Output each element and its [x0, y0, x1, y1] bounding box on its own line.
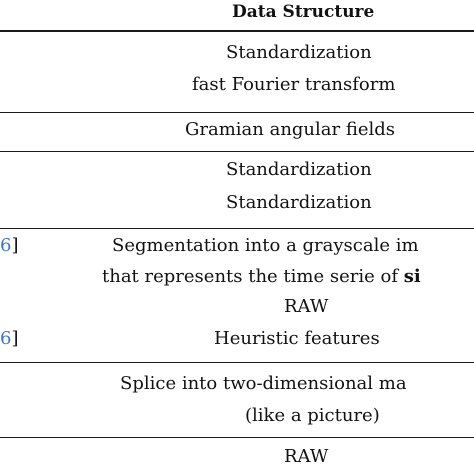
row-divider [0, 151, 474, 152]
cell-line: Heuristic features [214, 328, 380, 349]
header-divider [0, 30, 474, 32]
reference-citation[interactable]: 6] [0, 328, 19, 349]
cell-line: Segmentation into a grayscale im [112, 235, 419, 256]
cell-line: that represents the time serie of si [102, 266, 421, 287]
cell-line: RAW [284, 446, 329, 467]
table-row: Standardization fast Fourier transform [0, 32, 474, 110]
cell-line: Standardization [226, 159, 372, 180]
table-row: 6] Segmentation into a grayscale im that… [0, 229, 474, 362]
table-row: RAW [0, 438, 474, 474]
table-row: Splice into two-dimensional ma (like a p… [0, 363, 474, 437]
row-divider [0, 362, 474, 363]
cell-line: Gramian angular fields [185, 119, 396, 140]
row-divider [0, 112, 474, 113]
cell-line: (like a picture) [245, 405, 380, 426]
cell-line: RAW [284, 296, 329, 317]
cell-line: fast Fourier transform [192, 74, 396, 95]
cell-line: Standardization [226, 192, 372, 213]
column-header-data-structure: Data Structure [232, 2, 375, 22]
row-divider [0, 228, 474, 229]
cell-line: Splice into two-dimensional ma [120, 373, 407, 394]
table-row: Standardization Standardization [0, 152, 474, 228]
table-header: Data Structure [0, 0, 474, 31]
reference-citation[interactable]: 6] [0, 235, 19, 256]
cell-line: Standardization [226, 42, 372, 63]
row-divider [0, 437, 474, 438]
table-row: Gramian angular fields [0, 113, 474, 151]
